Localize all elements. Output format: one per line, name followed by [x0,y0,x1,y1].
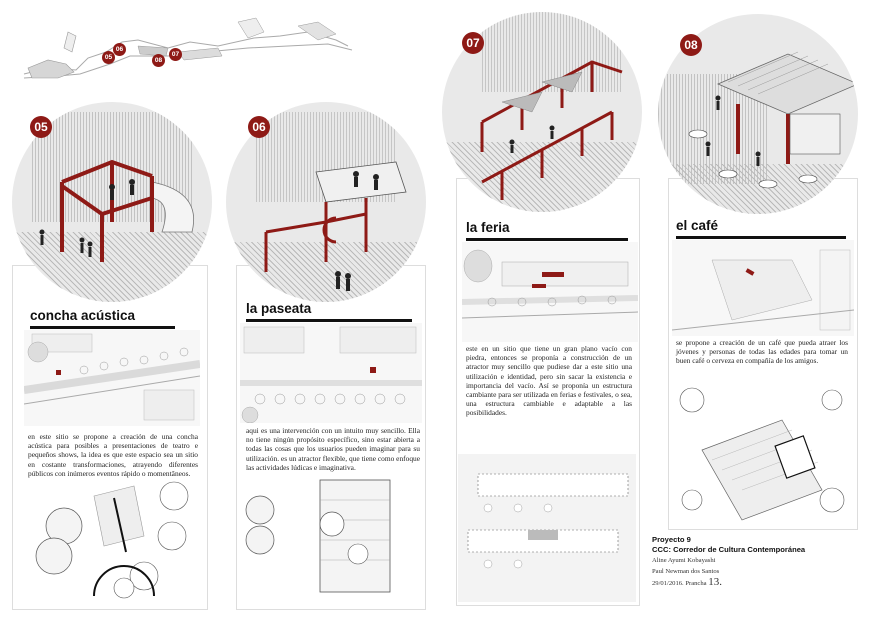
section-title-08: el café [676,218,719,233]
site-map-06 [240,323,422,423]
title-underline-07 [466,238,628,241]
title-underline-08 [676,236,846,239]
author-1: Aline Ayumi Kobayashi [652,557,716,564]
key-map-marker-06[interactable]: 06 [113,43,126,56]
section-description-05: en este sitio se propone a creación de u… [28,432,198,478]
illustration-concha-acustica [12,102,212,302]
section-number-08: 08 [680,34,702,56]
key-map-marker-08[interactable]: 08 [152,54,165,67]
key-map-marker-05[interactable]: 05 [102,51,115,64]
date-sheet: 29/01/2016. Prancha 13. [652,577,852,589]
section-title-05: concha acústica [30,308,136,323]
date-sheet-text: 29/01/2016. Prancha [652,580,707,587]
section-number-07: 07 [462,32,484,54]
site-map-05 [24,330,200,426]
floor-plan-08 [672,380,854,526]
section-description-08: se propone a creación de un café que pue… [676,338,848,366]
project-name: Proyecto 9 [652,535,691,544]
section-title-07: la feria [466,220,510,235]
credits-block: Proyecto 9 CCC: Corredor de Cultura Cont… [652,535,852,589]
author-2: Paul Newman dos Santos [652,568,720,575]
sheet-number: 13. [708,576,722,588]
section-title-06: la paseata [246,301,312,316]
section-description-07: este en un sitio que tiene un gran plano… [466,344,632,418]
section-number-06: 06 [248,116,270,138]
site-map-08 [672,240,854,336]
site-map-07 [462,242,638,342]
title-underline-06 [246,319,412,322]
title-underline-05 [30,326,175,329]
key-map-marker-07[interactable]: 07 [169,48,182,61]
project-subtitle: CCC: Corredor de Cultura Contemporánea [652,545,806,554]
illustration-el-cafe [658,14,858,214]
floor-plan-07 [458,454,636,602]
section-description-06: aqui es una intervención con un intuito … [246,426,420,472]
key-map: 05 06 08 07 [18,12,358,84]
section-number-05: 05 [30,116,52,138]
floor-plan-06 [240,470,422,604]
floor-plan-05 [24,476,200,606]
